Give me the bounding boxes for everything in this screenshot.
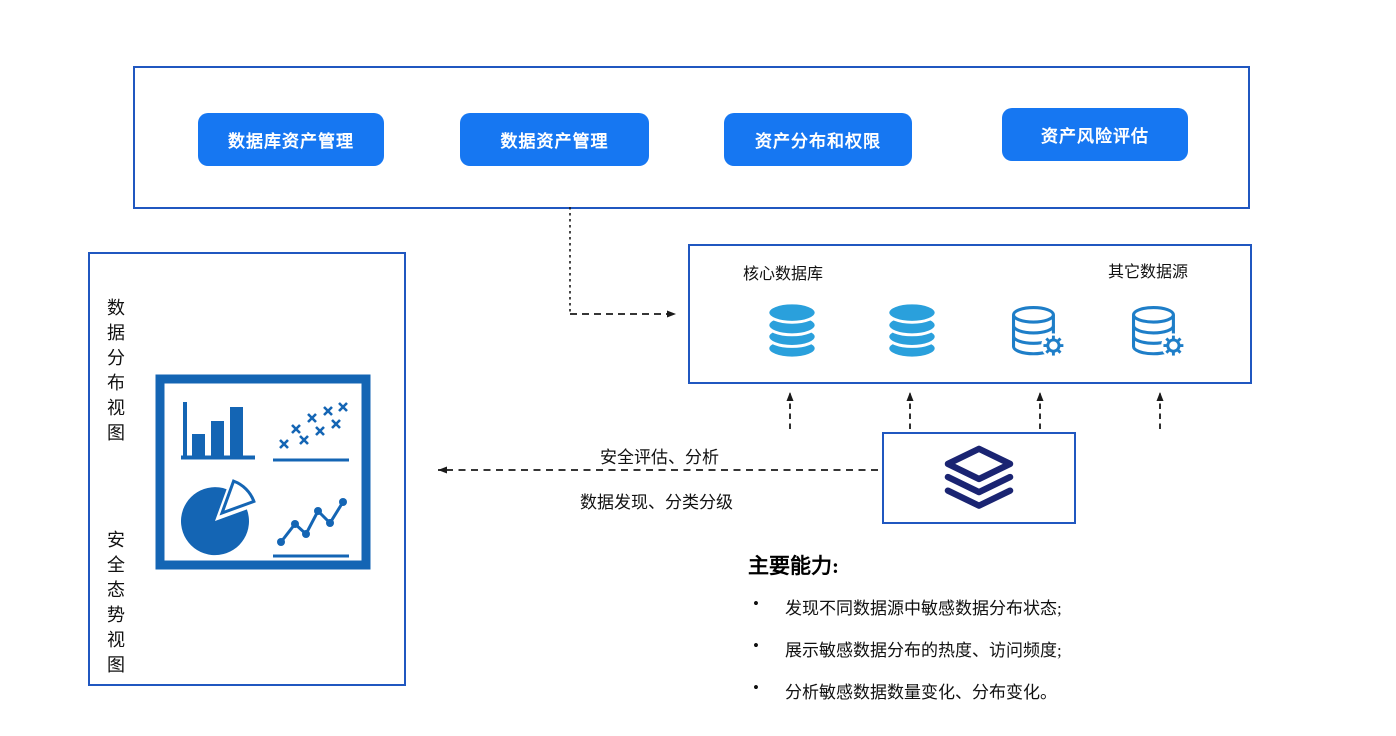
gear-icon <box>1041 333 1066 358</box>
datasource-panel: 核心数据库 其它数据源 <box>688 244 1252 384</box>
node-data-asset-management: 数据资产管理 <box>460 113 649 166</box>
bar-chart-icon <box>181 402 255 460</box>
label-data-discovery-classification: 数据发现、分类分级 <box>580 493 733 512</box>
capability-text: 分析敏感数据数量变化、分布变化。 <box>785 683 1057 702</box>
bullet-icon: • <box>753 594 759 613</box>
capability-item: • 展示敏感数据分布的热度、访问频度; <box>748 636 1288 661</box>
line-chart-icon <box>273 498 349 558</box>
views-panel: 数据分布视图 安全态势视图 <box>88 252 406 686</box>
label-data-distribution-view: 数据分布视图 <box>107 298 125 443</box>
node-database-asset-management: 数据库资产管理 <box>198 113 384 166</box>
node-asset-risk-assessment: 资产风险评估 <box>1002 108 1188 161</box>
label-other-datasources: 其它数据源 <box>1108 264 1189 281</box>
engine-box <box>882 432 1076 524</box>
database-icon <box>886 301 938 360</box>
scatter-plot-icon <box>273 402 349 462</box>
capability-item: • 分析敏感数据数量变化、分布变化。 <box>748 678 1288 703</box>
pie-chart-icon <box>180 479 256 556</box>
database-icon <box>766 301 818 360</box>
bullet-icon: • <box>753 678 759 697</box>
layers-icon <box>944 445 1014 509</box>
label-security-posture-view: 安全态势视图 <box>107 530 125 675</box>
database-gear-icon <box>1131 305 1186 358</box>
gear-icon <box>1161 333 1186 358</box>
capability-text: 展示敏感数据分布的热度、访问频度; <box>785 641 1062 660</box>
capabilities-block: 主要能力: • 发现不同数据源中敏感数据分布状态; • 展示敏感数据分布的热度、… <box>748 550 1288 720</box>
capability-item: • 发现不同数据源中敏感数据分布状态; <box>748 594 1288 619</box>
dashboard-charts-icon <box>155 374 371 570</box>
capabilities-title: 主要能力: <box>748 554 839 578</box>
node-asset-distribution-permissions: 资产分布和权限 <box>724 113 912 166</box>
label-security-assessment-analysis: 安全评估、分析 <box>600 448 719 467</box>
bullet-icon: • <box>753 636 759 655</box>
top-capability-panel: 数据库资产管理 数据资产管理 资产分布和权限 资产风险评估 <box>133 66 1250 209</box>
database-gear-icon <box>1011 305 1066 358</box>
capability-text: 发现不同数据源中敏感数据分布状态; <box>785 599 1062 618</box>
label-core-databases: 核心数据库 <box>743 266 824 283</box>
